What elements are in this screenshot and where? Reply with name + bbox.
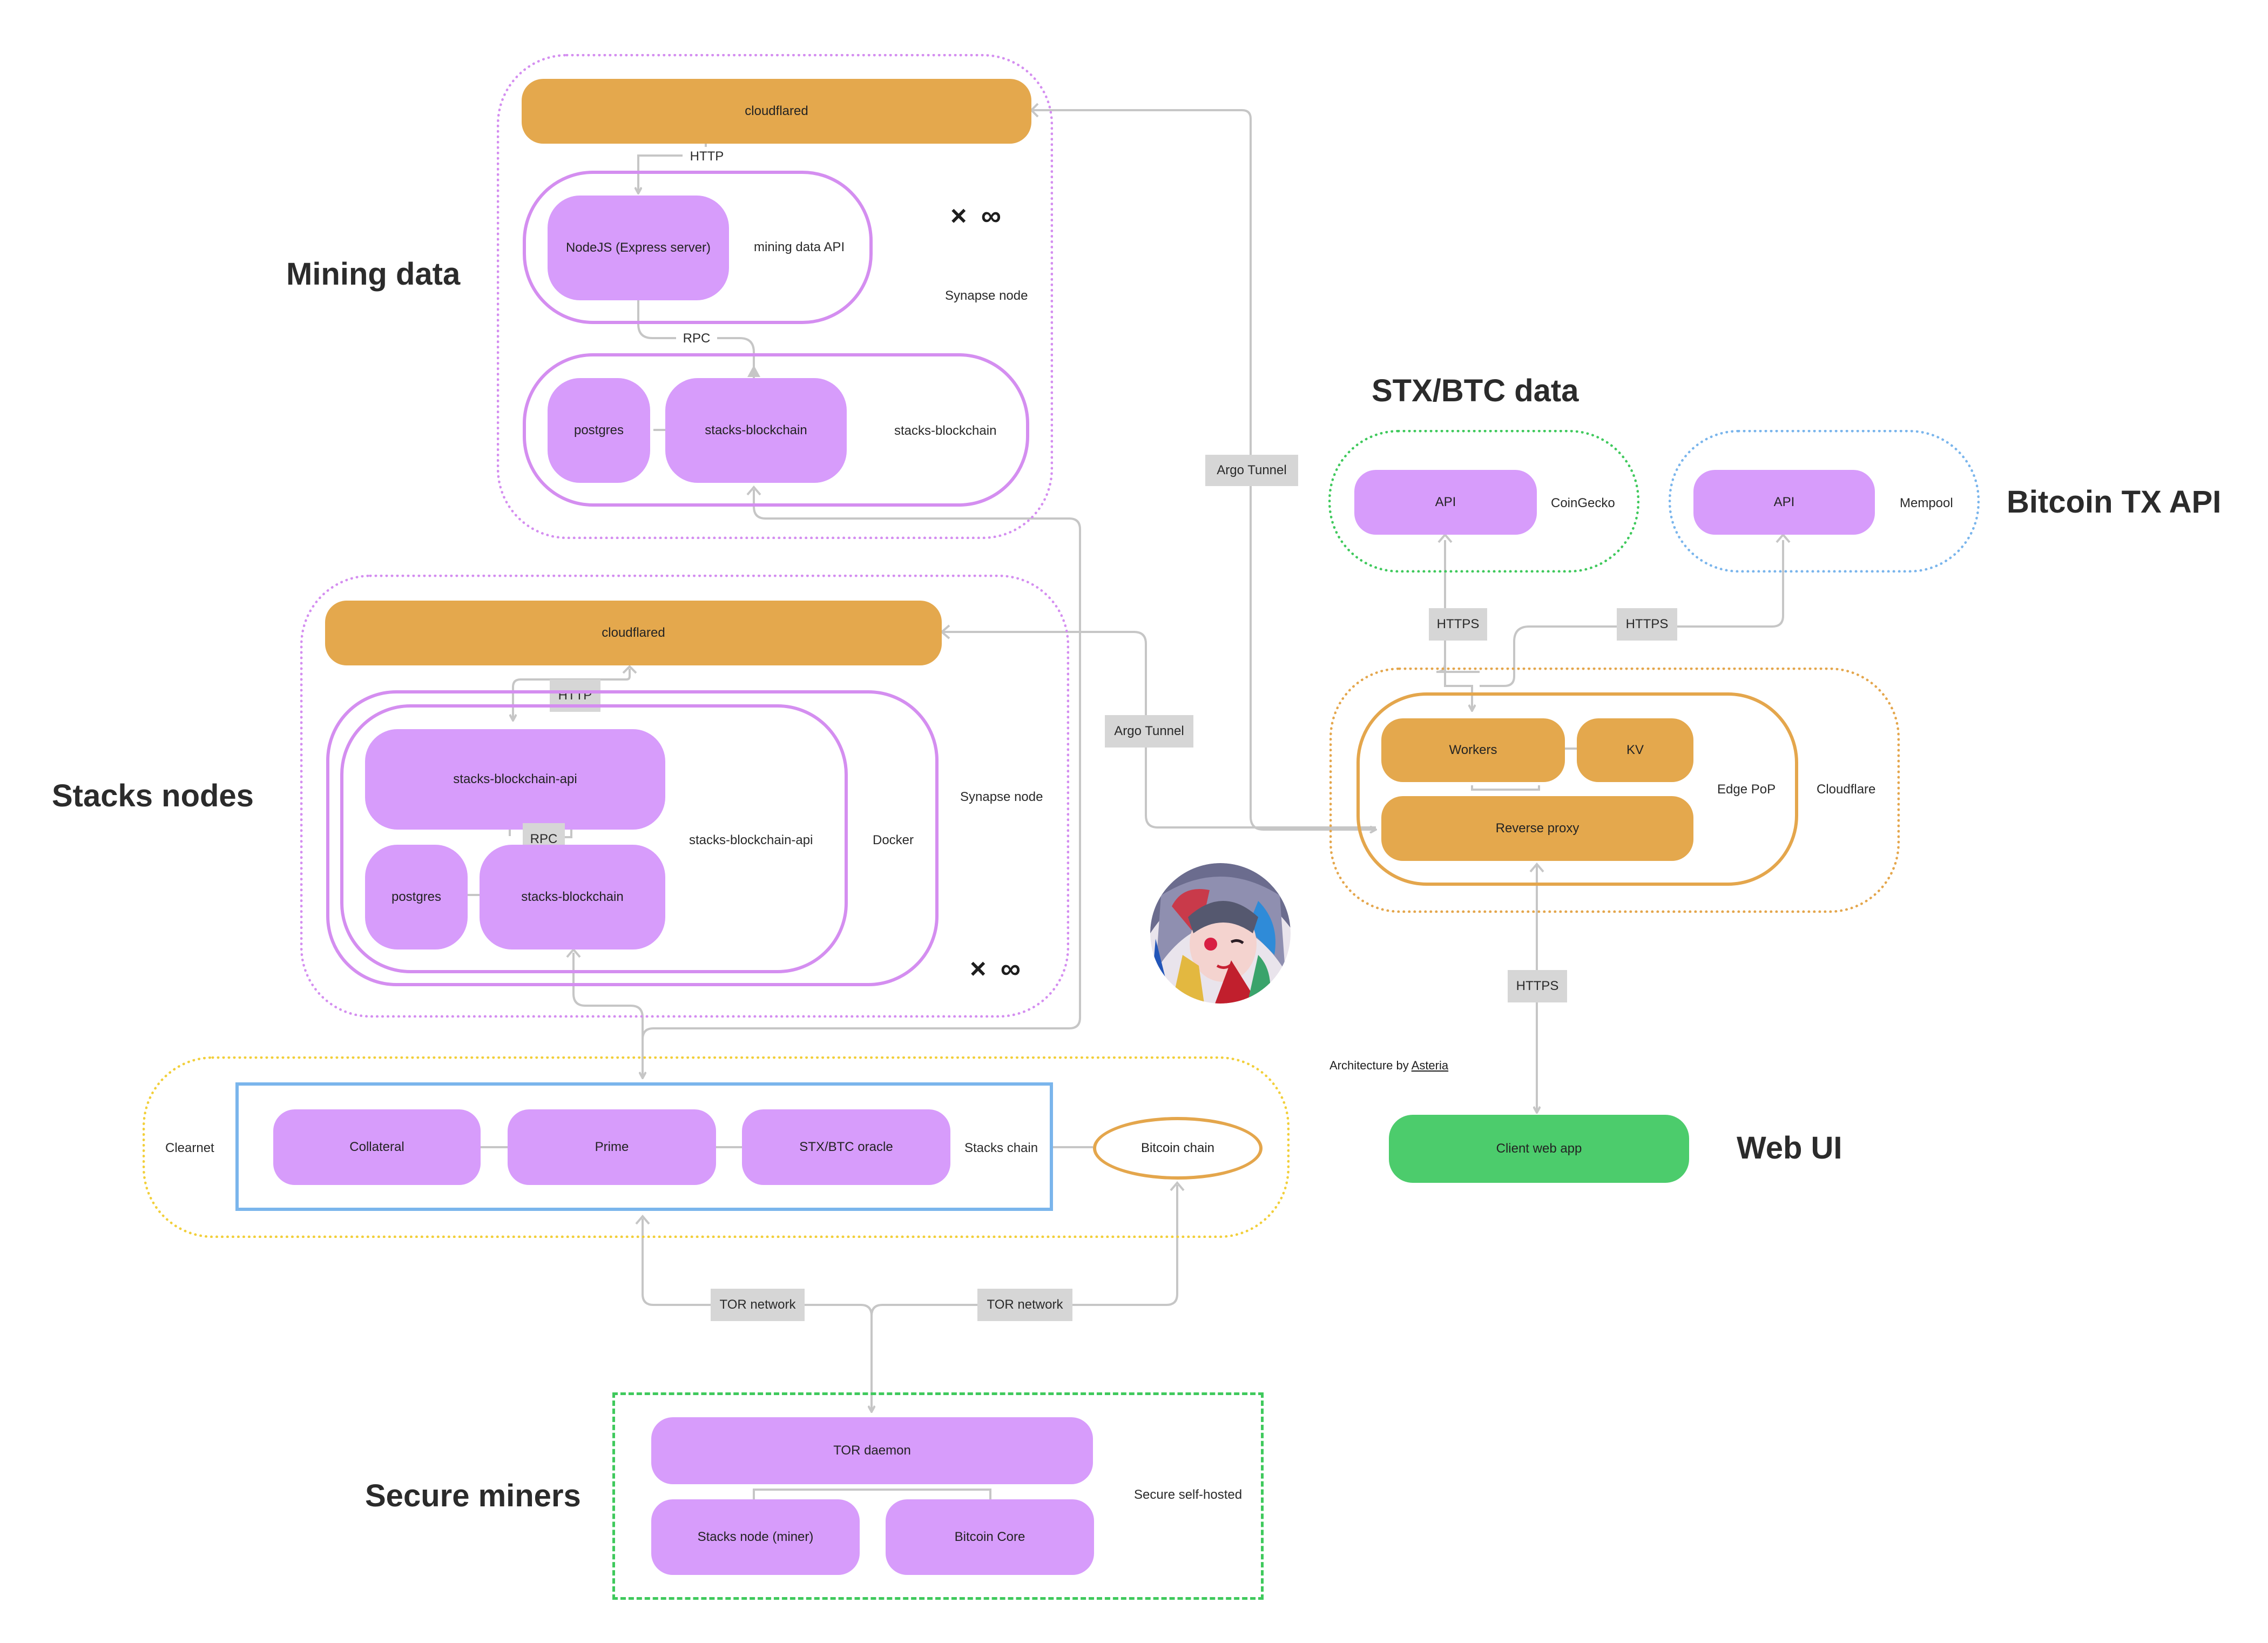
mining-stacks-blockchain-node[interactable]: stacks-blockchain: [665, 378, 847, 483]
workers-node[interactable]: Workers: [1381, 718, 1565, 782]
edge-pop-frame: [1356, 692, 1798, 886]
stacks-api-node[interactable]: stacks-blockchain-api: [365, 729, 665, 830]
heading-secure-miners: Secure miners: [365, 1478, 581, 1513]
stacks-chain-label: Stacks chain: [964, 1141, 1038, 1155]
bitcoin-core-node[interactable]: Bitcoin Core: [886, 1499, 1094, 1575]
mining-synapse-frame: [497, 54, 1053, 539]
stacks-docker-frame: [326, 690, 939, 986]
heading-stx-btc-data: STX/BTC data: [1372, 373, 1579, 408]
collateral-node[interactable]: Collateral: [273, 1109, 481, 1185]
secure-self-hosted-label: Secure self-hosted: [1134, 1487, 1243, 1502]
reverse-proxy-node[interactable]: Reverse proxy: [1381, 796, 1693, 861]
coingecko-frame: [1328, 430, 1639, 573]
coingecko-label: CoinGecko: [1551, 496, 1615, 510]
clearnet-frame: [143, 1056, 1290, 1238]
stacks-cloudflared[interactable]: cloudflared: [325, 601, 942, 665]
credit-author-link[interactable]: Asteria: [1411, 1059, 1449, 1072]
tor-network-left-label: TOR network: [711, 1289, 805, 1321]
author-avatar: [1150, 863, 1291, 1004]
mempool-frame: [1669, 430, 1980, 573]
mempool-label: Mempool: [1900, 496, 1953, 510]
bitcoin-chain-node[interactable]: Bitcoin chain: [1093, 1117, 1263, 1180]
mining-rpc-tip: [747, 365, 760, 377]
mining-tunnel-line: [1031, 109, 1376, 830]
oracle-node[interactable]: STX/BTC oracle: [742, 1109, 950, 1185]
stacks-argo-tunnel-label: Argo Tunnel: [1105, 715, 1193, 748]
edge-pop-label: Edge PoP: [1717, 782, 1776, 797]
mining-multiplier-icon: × ∞: [950, 200, 1004, 232]
stacks-miner-node[interactable]: Stacks node (miner): [651, 1499, 860, 1575]
stacks-synapse-label: Synapse node: [960, 790, 1043, 804]
mining-api-frame: [523, 171, 873, 324]
stacks-chain-frame: [235, 1082, 1053, 1211]
mempool-https-line: [1480, 540, 1784, 687]
mempool-api-node[interactable]: API: [1693, 470, 1875, 535]
stacks-synapse-frame: [300, 575, 1069, 1018]
stacks-api-frame: [340, 704, 848, 973]
credit-prefix: Architecture by: [1329, 1059, 1409, 1072]
mining-chain-line: [643, 489, 1081, 1078]
tor-daemon-node[interactable]: TOR daemon: [651, 1417, 1093, 1484]
tor-right-line: [870, 1185, 1178, 1316]
stacks-chain-line: [572, 953, 644, 1078]
heading-bitcoin-tx-api: Bitcoin TX API: [2007, 484, 2222, 520]
cloudflare-label: Cloudflare: [1817, 782, 1876, 797]
cloudflare-frame: [1329, 668, 1900, 913]
coingecko-https-label: HTTPS: [1429, 608, 1487, 641]
stacks-postgres-node[interactable]: postgres: [365, 845, 468, 950]
mining-argo-tunnel-label: Argo Tunnel: [1205, 455, 1298, 486]
stacks-api-group-label: stacks-blockchain-api: [689, 833, 813, 847]
mining-http-label: HTTP: [683, 147, 731, 166]
miners-link: [753, 1489, 991, 1499]
mining-http-line: [638, 144, 707, 193]
tor-network-right-label: TOR network: [977, 1289, 1072, 1321]
mining-nodejs-node[interactable]: NodeJS (Express server): [548, 196, 729, 300]
heading-web-ui: Web UI: [1737, 1130, 1842, 1166]
mining-postgres-node[interactable]: postgres: [548, 378, 650, 483]
stacks-blockchain-node[interactable]: stacks-blockchain: [480, 845, 665, 950]
heading-mining-data: Mining data: [286, 257, 461, 292]
mining-stacks-frame: [523, 353, 1029, 507]
mining-stacks-group-label: stacks-blockchain: [894, 423, 997, 438]
client-https-label: HTTPS: [1508, 970, 1567, 1002]
clearnet-label: Clearnet: [165, 1141, 214, 1155]
mining-rpc-label: RPC: [676, 329, 717, 348]
client-web-app-node[interactable]: Client web app: [1389, 1115, 1689, 1183]
stacks-docker-label: Docker: [873, 833, 914, 847]
stacks-multiplier-icon: × ∞: [970, 953, 1024, 985]
mining-synapse-label: Synapse node: [945, 288, 1028, 303]
mempool-https-label: HTTPS: [1617, 608, 1677, 641]
secure-self-hosted-frame: [612, 1392, 1264, 1600]
kv-node[interactable]: KV: [1577, 718, 1693, 782]
heading-stacks-nodes: Stacks nodes: [52, 778, 254, 813]
mining-cloudflared[interactable]: cloudflared: [522, 79, 1031, 144]
coingecko-api-node[interactable]: API: [1354, 470, 1537, 535]
mining-api-label: mining data API: [754, 240, 845, 254]
prime-node[interactable]: Prime: [508, 1109, 716, 1185]
architecture-credit: Architecture by Asteria: [1329, 1059, 1448, 1073]
